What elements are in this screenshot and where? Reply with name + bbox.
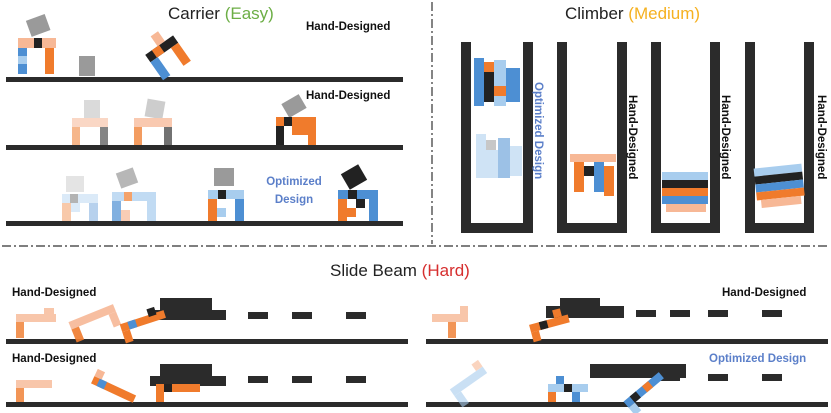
climb-channel: [557, 42, 627, 233]
beam-track: [150, 298, 366, 320]
ground-line: [6, 221, 403, 226]
robot: [753, 163, 805, 209]
climber-difficulty: (Medium): [628, 4, 700, 23]
ground-line: [6, 402, 408, 407]
carrier-title: Carrier (Easy): [168, 4, 274, 23]
optimized-design-label: Optimized Design: [532, 82, 544, 179]
beam-track: [150, 364, 366, 386]
ground-line: [6, 145, 403, 150]
hand-designed-label: Hand-Designed: [12, 353, 96, 365]
robot: [156, 384, 200, 402]
robot: [72, 100, 108, 145]
box: [79, 56, 95, 76]
hand-designed-label: Hand-Designed: [719, 95, 731, 179]
beam-track: [590, 364, 782, 381]
robot: [570, 154, 616, 196]
robot: [18, 14, 56, 74]
robot: [529, 308, 570, 343]
beam-track: [546, 298, 782, 318]
climb-channel: [461, 42, 533, 233]
carrier-panel: Carrier (Easy) Hand-Designed Hand-Design…: [6, 4, 403, 226]
ground-line: [6, 339, 408, 344]
robot: [208, 168, 244, 221]
slide-beam-panel: Slide Beam (Hard) Hand-Designed Hand-Des…: [6, 261, 828, 413]
robot: [119, 306, 166, 344]
slide-beam-title: Slide Beam (Hard): [330, 261, 470, 280]
robot: [548, 376, 588, 402]
robot: [145, 31, 191, 81]
hand-designed-label: Hand-Designed: [722, 287, 806, 299]
slide-beam-difficulty: (Hard): [422, 261, 470, 280]
climb-channel: [745, 42, 814, 233]
ground-line: [426, 339, 828, 344]
optimized-design-label: Optimized Design: [709, 353, 806, 365]
robot: [134, 98, 172, 145]
robot: [276, 94, 316, 145]
robot: [449, 359, 488, 408]
hand-designed-label: Hand-Designed: [815, 95, 827, 179]
robot: [662, 172, 708, 212]
climber-panel: Climber (Medium) Optimized Design Hand-D…: [461, 4, 827, 233]
ground-line: [6, 77, 403, 82]
climber-title: Climber (Medium): [565, 4, 700, 23]
climb-channel: [651, 42, 720, 233]
hand-designed-label: Hand-Designed: [306, 21, 390, 33]
robot: [112, 167, 156, 221]
robot: [432, 306, 468, 338]
robot: [474, 58, 520, 106]
robot: [623, 372, 664, 413]
robot: [16, 308, 56, 338]
carrier-difficulty: (Easy): [225, 4, 274, 23]
robot: [338, 164, 378, 221]
robot: [476, 134, 522, 178]
hand-designed-label: Hand-Designed: [626, 95, 638, 179]
hand-designed-label: Hand-Designed: [12, 287, 96, 299]
robot: [91, 368, 137, 403]
robot: [16, 380, 52, 402]
hand-designed-label: Hand-Designed: [306, 90, 390, 102]
robot: [62, 176, 98, 221]
robot: [68, 304, 122, 343]
